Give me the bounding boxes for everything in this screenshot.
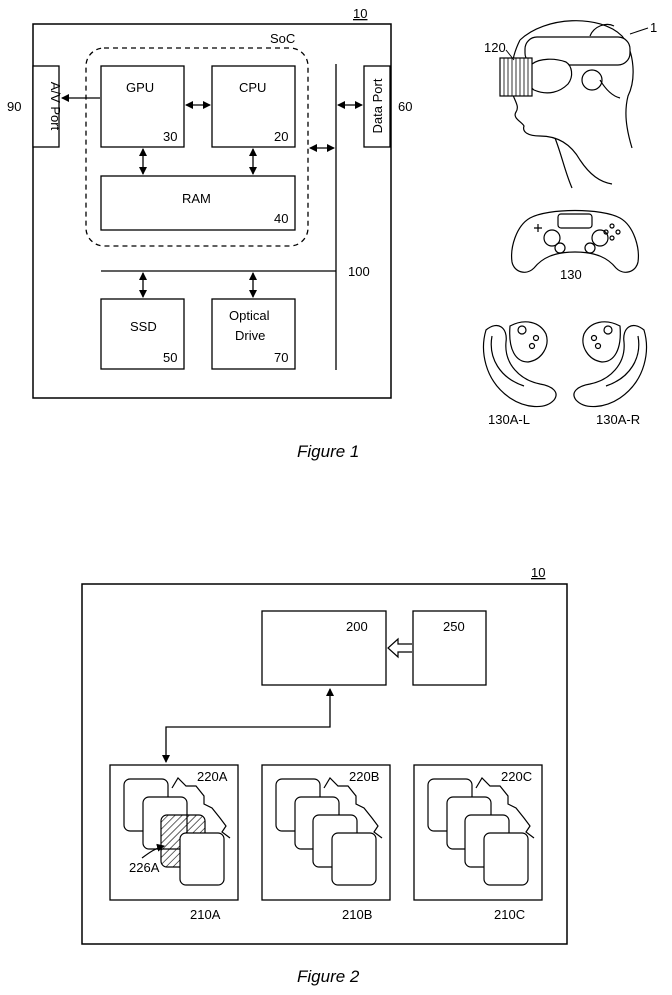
highlight-ref-226a: 226A (129, 860, 160, 875)
soc-boundary (85, 47, 309, 247)
card-b4 (331, 832, 377, 886)
controller-ref: 130 (560, 267, 582, 282)
figure-1-caption: Figure 1 (297, 442, 359, 461)
group-ref-210c: 210C (494, 907, 525, 922)
gpu-box (100, 65, 185, 148)
gpu-ref: 30 (163, 129, 177, 144)
system-ref-2: 10 (531, 565, 545, 580)
gpu-label: GPU (126, 80, 154, 95)
ssd-ref: 50 (163, 350, 177, 365)
cpu-ref: 20 (274, 129, 288, 144)
box-250 (412, 610, 487, 686)
ssd-box (100, 298, 185, 370)
group-ref-210a: 210A (190, 907, 221, 922)
connector-200-210a (162, 688, 334, 763)
av-port-label: A/V Port (48, 82, 63, 131)
right-controller-ref: 130A-R (596, 412, 640, 427)
user-ref: 1 (650, 20, 657, 35)
group-ref-210b: 210B (342, 907, 372, 922)
optical-drive-box (211, 298, 296, 370)
hmd-ref: 120 (484, 40, 506, 55)
optical-label-1: Optical (229, 308, 270, 323)
av-port-ref: 90 (7, 99, 21, 114)
stack-ref-220b: 220B (349, 769, 379, 784)
cpu-box (211, 65, 296, 148)
system-box (32, 23, 392, 399)
ram-label: RAM (182, 191, 211, 206)
box-200 (261, 610, 387, 686)
gamepad-illustration (511, 209, 639, 273)
av-port-box (32, 65, 60, 148)
figure-2: 10 200 250 220A 226A 210A 220B 210B (81, 565, 568, 986)
stack-ref-220c: 220C (501, 769, 532, 784)
figure-2-caption: Figure 2 (297, 967, 360, 986)
optical-ref: 70 (274, 350, 288, 365)
box-200-ref: 200 (346, 619, 368, 634)
card-c4 (483, 832, 529, 886)
right-motion-controller-illustration (573, 321, 647, 408)
hollow-arrow-250-to-200 (387, 637, 412, 659)
soc-label: SoC (270, 31, 295, 46)
ssd-label: SSD (130, 319, 157, 334)
user-with-hmd-illustration (499, 20, 634, 189)
optical-label-2: Drive (235, 328, 265, 343)
hmd-leader (505, 49, 515, 61)
system-box-2 (81, 583, 568, 945)
brace-220c (475, 777, 535, 839)
data-port-label: Data Port (370, 78, 385, 133)
ram-ref: 40 (274, 211, 288, 226)
left-controller-ref: 130A-L (488, 412, 530, 427)
ram-box (100, 175, 296, 231)
cpu-label: CPU (239, 80, 266, 95)
user-leader (629, 27, 649, 35)
data-port-ref: 60 (398, 99, 412, 114)
card-a4 (179, 832, 225, 886)
data-port-box (363, 65, 391, 148)
brace-220a (171, 777, 231, 839)
stack-ref-220a: 220A (197, 769, 228, 784)
bus-ref: 100 (348, 264, 370, 279)
figure-1: 10 SoC GPU 30 CPU 20 RAM 40 100 SSD 50 O… (7, 6, 657, 461)
box-250-ref: 250 (443, 619, 465, 634)
system-ref: 10 (353, 6, 367, 21)
leader-226a (141, 843, 165, 859)
left-motion-controller-illustration (483, 321, 557, 408)
brace-220b (323, 777, 383, 839)
